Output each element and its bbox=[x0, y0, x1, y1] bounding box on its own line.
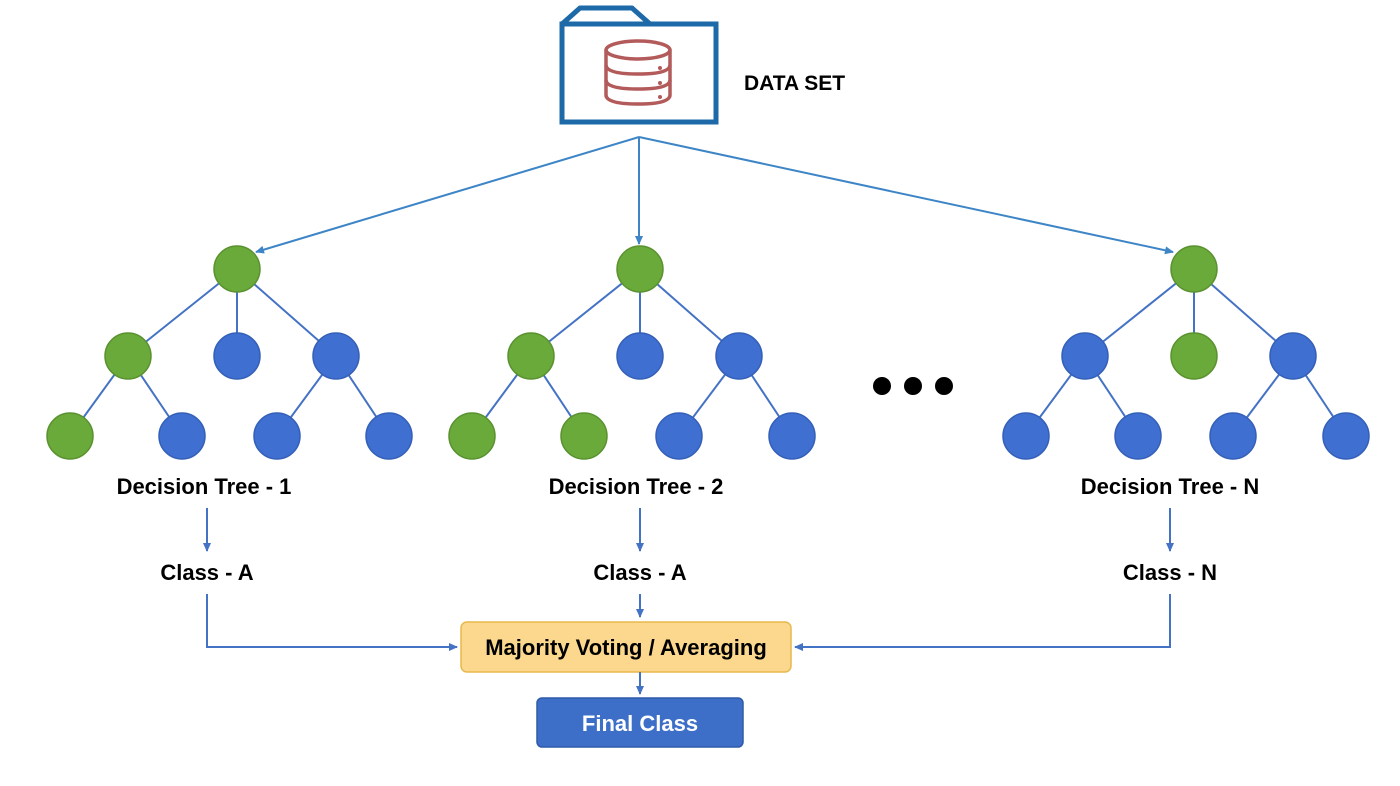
tree-node-green bbox=[46, 412, 94, 460]
dataset-label: DATA SET bbox=[744, 72, 845, 95]
tree-node-green bbox=[560, 412, 608, 460]
tree-node-blue bbox=[1322, 412, 1370, 460]
tree-node-blue bbox=[365, 412, 413, 460]
tree-node-blue bbox=[213, 332, 261, 380]
tree-node-blue bbox=[253, 412, 301, 460]
tree-node-blue bbox=[1114, 412, 1162, 460]
tree-node-green bbox=[448, 412, 496, 460]
tree-node-blue bbox=[1061, 332, 1109, 380]
tree-node-green bbox=[1170, 332, 1218, 380]
class-to-vote-arrows bbox=[206, 594, 1171, 651]
tree-node-blue bbox=[768, 412, 816, 460]
class-label-n: Class - N bbox=[1123, 560, 1217, 585]
tree-node-green bbox=[507, 332, 555, 380]
dataset-to-tree-arrows bbox=[255, 136, 1174, 255]
decision-tree-2 bbox=[448, 245, 816, 460]
arrow-to-tree-1 bbox=[255, 136, 640, 254]
tree-node-blue bbox=[616, 332, 664, 380]
tree-to-class-arrows bbox=[203, 508, 1174, 552]
tree-title-1: Decision Tree - 1 bbox=[117, 474, 292, 499]
final-class-label: Final Class bbox=[582, 711, 698, 736]
tree-node-green bbox=[1170, 245, 1218, 293]
tree-title-2: Decision Tree - 2 bbox=[549, 474, 724, 499]
connector-classn-vote bbox=[794, 594, 1171, 651]
tree-node-blue bbox=[1209, 412, 1257, 460]
decision-tree-1 bbox=[46, 245, 413, 460]
ellipsis-dots bbox=[873, 377, 953, 395]
connector-class1-vote bbox=[206, 594, 458, 651]
tree-node-blue bbox=[312, 332, 360, 380]
tree-title-n: Decision Tree - N bbox=[1081, 474, 1260, 499]
tree-node-blue bbox=[1002, 412, 1050, 460]
final-class-box: Final Class bbox=[536, 697, 744, 748]
tree-node-blue bbox=[1269, 332, 1317, 380]
tree-node-blue bbox=[715, 332, 763, 380]
arrow-to-tree-n bbox=[638, 136, 1174, 255]
tree-node-green bbox=[104, 332, 152, 380]
trees-layer bbox=[46, 245, 1370, 460]
class-label-1: Class - A bbox=[160, 560, 253, 585]
majority-vote-label: Majority Voting / Averaging bbox=[485, 635, 767, 660]
tree-node-green bbox=[213, 245, 261, 293]
class-label-2: Class - A bbox=[593, 560, 686, 585]
database-icon bbox=[604, 39, 672, 106]
majority-vote-box: Majority Voting / Averaging bbox=[460, 621, 792, 673]
decision-tree-3 bbox=[1002, 245, 1370, 460]
tree-node-blue bbox=[655, 412, 703, 460]
tree-node-blue bbox=[158, 412, 206, 460]
tree-node-green bbox=[616, 245, 664, 293]
dataset-icon-group bbox=[559, 5, 719, 125]
